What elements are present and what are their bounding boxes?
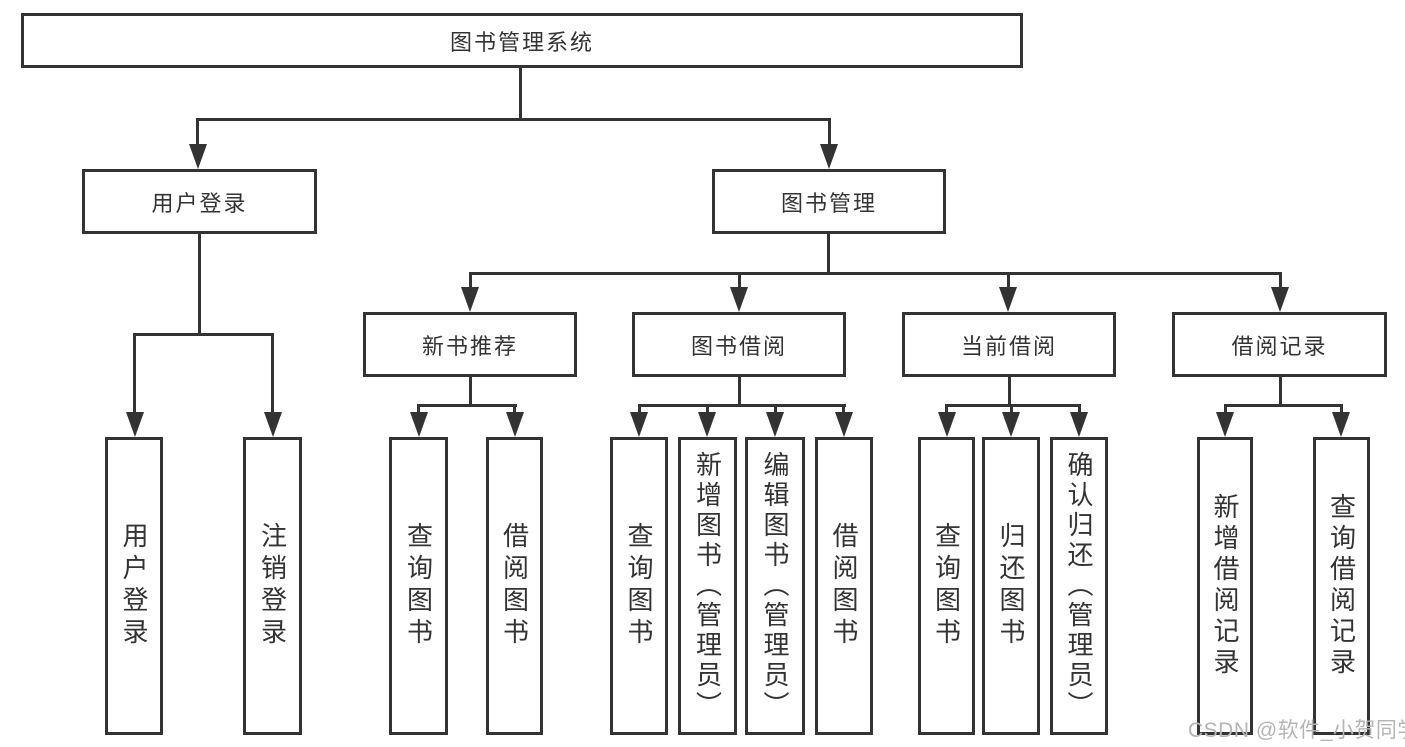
arrow-head xyxy=(189,144,207,169)
connector-current-borrow-stem xyxy=(1008,377,1011,406)
arrow-shaft xyxy=(469,272,472,289)
connector-book-borrow-rail xyxy=(638,404,846,407)
arrow-head xyxy=(126,412,144,437)
connector-new-book-rail xyxy=(417,404,517,407)
arrow-shaft xyxy=(196,118,199,146)
node-user-login: 用户登录 xyxy=(82,169,317,234)
arrow-head xyxy=(820,144,838,169)
arrow-shaft xyxy=(271,333,274,412)
leaf-borrow-books-recommend: 借阅图书 xyxy=(486,437,543,735)
node-new-book-recommend: 新书推荐 xyxy=(363,312,577,377)
node-root: 图书管理系统 xyxy=(21,13,1023,68)
connector-borrow-records-stem xyxy=(1279,377,1282,406)
arrow-shaft xyxy=(417,404,420,414)
connector-user-login-rail xyxy=(133,333,274,336)
arrow-shaft xyxy=(1224,404,1227,414)
leaf-add-book-admin: 新增图书（管理员） xyxy=(678,437,737,735)
arrow-shaft xyxy=(133,333,136,412)
connector-user-login-stem xyxy=(198,234,201,334)
connector-new-book-stem xyxy=(469,377,472,406)
arrow-head xyxy=(1070,412,1088,437)
arrow-head xyxy=(630,412,648,437)
leaf-edit-book-admin: 编辑图书（管理员） xyxy=(745,437,805,735)
connector-level2-rail xyxy=(469,272,1281,275)
arrow-shaft xyxy=(1007,272,1010,289)
arrow-shaft xyxy=(1340,404,1343,414)
connector-level1-rail xyxy=(196,118,831,121)
node-borrowing-records: 借阅记录 xyxy=(1172,312,1387,377)
arrow-shaft xyxy=(842,404,845,414)
arrow-shaft xyxy=(1078,404,1081,414)
arrow-head xyxy=(938,412,956,437)
connector-borrow-records-rail xyxy=(1224,404,1343,407)
arrow-shaft xyxy=(738,272,741,289)
node-book-borrowing: 图书借阅 xyxy=(632,312,846,377)
leaf-return-books: 归还图书 xyxy=(982,437,1040,735)
arrow-head xyxy=(461,287,479,312)
arrow-head xyxy=(1216,412,1234,437)
leaf-logout: 注销登录 xyxy=(243,437,302,735)
arrow-head xyxy=(410,412,428,437)
leaf-confirm-return-admin: 确认归还（管理员） xyxy=(1050,437,1108,735)
leaf-query-books-recommend: 查询图书 xyxy=(389,437,448,735)
connector-current-borrow-rail xyxy=(945,404,1081,407)
arrow-shaft xyxy=(1279,272,1282,289)
node-current-borrowing: 当前借阅 xyxy=(902,312,1116,377)
connector-root-stem xyxy=(519,67,522,120)
csdn-watermark: CSDN @软件_小贺同学 xyxy=(1188,719,1405,742)
arrow-shaft xyxy=(774,404,777,414)
leaf-query-books-borrowing: 查询图书 xyxy=(610,437,668,735)
leaf-query-borrow-record: 查询借阅记录 xyxy=(1313,437,1370,735)
connector-book-mgmt-stem xyxy=(827,234,830,274)
arrow-head xyxy=(264,412,282,437)
node-book-management: 图书管理 xyxy=(712,169,946,234)
arrow-shaft xyxy=(513,404,516,414)
arrow-head xyxy=(1332,412,1350,437)
arrow-head xyxy=(730,287,748,312)
arrow-shaft xyxy=(945,404,948,414)
arrow-shaft xyxy=(828,118,831,146)
leaf-borrow-books-borrowing: 借阅图书 xyxy=(815,437,873,735)
arrow-head xyxy=(1271,287,1289,312)
arrow-head xyxy=(766,412,784,437)
arrow-head xyxy=(1002,412,1020,437)
leaf-add-borrow-record: 新增借阅记录 xyxy=(1197,437,1253,735)
arrow-head xyxy=(999,287,1017,312)
arrow-head xyxy=(506,412,524,437)
arrow-shaft xyxy=(1010,404,1013,414)
arrow-head xyxy=(698,412,716,437)
connector-book-borrow-stem xyxy=(738,377,741,406)
leaf-query-books-current: 查询图书 xyxy=(918,437,975,735)
arrow-shaft xyxy=(638,404,641,414)
arrow-head xyxy=(835,412,853,437)
arrow-shaft xyxy=(706,404,709,414)
leaf-user-login: 用户登录 xyxy=(105,437,163,735)
